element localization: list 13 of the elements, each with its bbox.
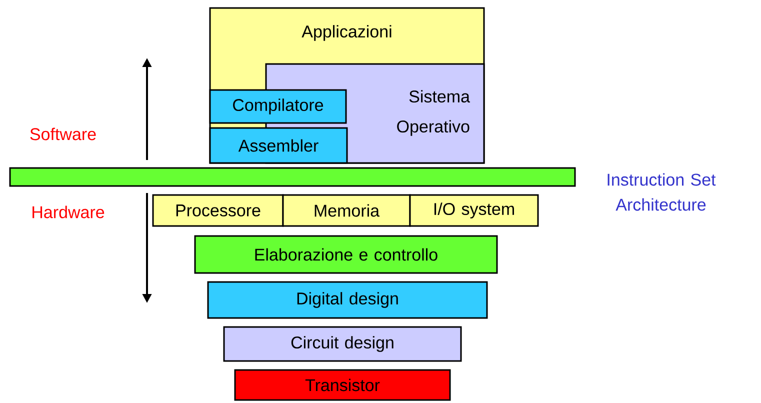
layer-box: Compilatore <box>209 89 347 124</box>
side-label: Software <box>30 128 96 140</box>
component-box: I/O system <box>409 194 539 227</box>
layer-box: Digital design <box>207 281 488 319</box>
layer-box: Circuit design <box>223 326 462 362</box>
isa-bar <box>9 167 576 187</box>
layer-box: Transistor <box>234 369 451 401</box>
layer-box: Elaborazione e controllo <box>194 235 498 274</box>
component-box: Processore <box>152 194 284 227</box>
layer-box: Assembler <box>209 127 348 164</box>
side-label: Hardware <box>32 206 104 218</box>
component-box: Memoria <box>282 194 411 227</box>
isa-label: Instruction Set Architecture <box>608 173 716 211</box>
